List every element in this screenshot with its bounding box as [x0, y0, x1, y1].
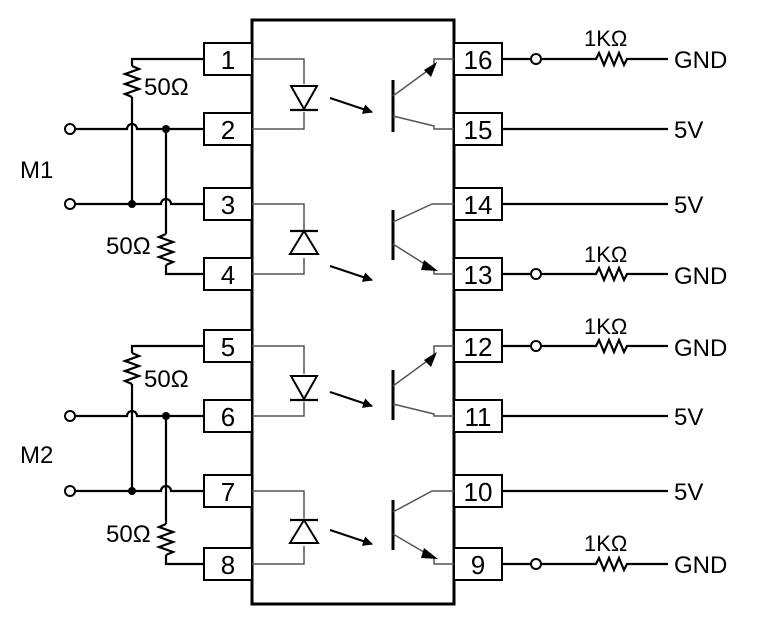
pin-12: 12 — [453, 329, 503, 363]
pin-14-number: 14 — [464, 190, 493, 220]
ic-package — [250, 18, 456, 606]
output-pin-12-network — [502, 337, 668, 355]
pin-5: 5 — [203, 329, 253, 363]
resistor-label-pin-9: 1KΩ — [584, 531, 627, 556]
m1-label: M1 — [20, 157, 53, 184]
transistor-channel-2 — [391, 203, 454, 275]
m2-terminal-a — [64, 410, 76, 422]
output-pin-16-network — [502, 50, 668, 68]
pin-7: 7 — [203, 474, 253, 508]
m1-terminal-b — [64, 198, 76, 210]
pin-8: 8 — [203, 547, 253, 581]
pin-5-number: 5 — [221, 332, 235, 362]
net-label-pin-13: GND — [674, 263, 727, 290]
m2-terminal-b — [64, 485, 76, 497]
net-label-pin-11: 5V — [674, 404, 703, 431]
pin-2-number: 2 — [221, 115, 235, 145]
net-label-pin-12: GND — [674, 335, 727, 362]
net-label-pin-10: 5V — [674, 479, 703, 506]
m1-terminal-a — [64, 123, 76, 135]
net-label-pin-9: GND — [674, 552, 727, 579]
pin-3-number: 3 — [221, 190, 235, 220]
pin-15-number: 15 — [464, 115, 493, 145]
pin-1: 1 — [203, 42, 253, 76]
output-pin-9-network — [502, 555, 668, 573]
resistor-label-bottom-m2: 50Ω — [106, 521, 151, 548]
transistor-channel-1 — [391, 58, 454, 132]
resistor-label-bottom-m1: 50Ω — [106, 233, 151, 260]
led-channel-4 — [252, 490, 373, 565]
pin-16: 16 — [453, 42, 503, 76]
net-label-pin-16: GND — [674, 47, 727, 74]
resistor-label-top-m1: 50Ω — [144, 74, 189, 101]
pin-9-number: 9 — [471, 550, 485, 580]
m2-input-network — [64, 344, 204, 566]
pin-4: 4 — [203, 257, 253, 291]
pin-15: 15 — [453, 112, 503, 146]
pin-6: 6 — [203, 399, 253, 433]
pin-4-number: 4 — [221, 260, 235, 290]
net-label-pin-14: 5V — [674, 192, 703, 219]
pin-14: 14 — [453, 187, 503, 221]
m2-label: M2 — [20, 442, 53, 469]
transistor-channel-4 — [391, 490, 454, 565]
pin-12-number: 12 — [464, 332, 493, 362]
pin-3: 3 — [203, 187, 253, 221]
m1-input-network — [64, 57, 204, 276]
output-pin-13-network — [502, 265, 668, 283]
resistor-label-pin-12: 1KΩ — [584, 314, 627, 339]
resistor-label-pin-16: 1KΩ — [584, 26, 627, 51]
transistor-channel-3 — [391, 345, 454, 420]
pin-10-number: 10 — [464, 477, 493, 507]
pin-11-number: 11 — [465, 402, 492, 432]
resistor-label-pin-13: 1KΩ — [584, 242, 627, 267]
pin-8-number: 8 — [221, 550, 235, 580]
pin-13-number: 13 — [464, 260, 493, 290]
led-channel-1 — [252, 58, 373, 130]
pin-9: 9 — [453, 547, 503, 581]
led-channel-3 — [252, 345, 373, 417]
pin-6-number: 6 — [221, 402, 235, 432]
pin-7-number: 7 — [221, 477, 235, 507]
led-channel-2 — [252, 203, 373, 282]
pin-16-number: 16 — [464, 45, 493, 75]
pin-10: 10 — [453, 474, 503, 508]
pin-13: 13 — [453, 257, 503, 291]
resistor-label-top-m2: 50Ω — [144, 366, 189, 393]
pin-11: 11 — [453, 399, 503, 433]
pin-2: 2 — [203, 112, 253, 146]
net-label-pin-15: 5V — [674, 117, 703, 144]
pin-1-number: 1 — [221, 45, 235, 75]
